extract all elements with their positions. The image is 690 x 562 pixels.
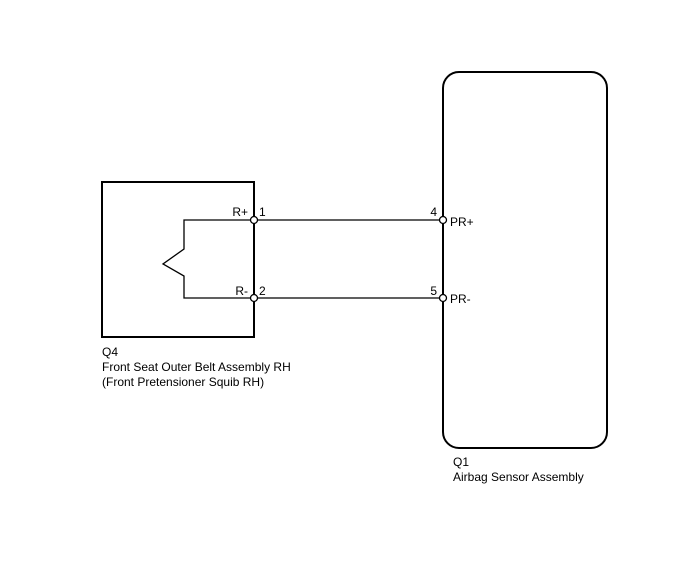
q4-pin-2-terminal bbox=[249, 293, 259, 303]
q4-code-label: Q4 bbox=[102, 345, 118, 359]
q4-pin-2-signal-label: R- bbox=[235, 284, 248, 298]
q1-pin-5-number-label: 5 bbox=[430, 284, 437, 298]
q1-pin-5-signal-label: PR- bbox=[450, 292, 471, 306]
q4-pin-2-number-label: 2 bbox=[259, 284, 266, 298]
squib-element-icon bbox=[161, 219, 254, 299]
q1-code-label: Q1 bbox=[453, 455, 469, 469]
q1-pin-4-terminal bbox=[438, 215, 448, 225]
q4-pin-1-signal-label: R+ bbox=[232, 205, 248, 219]
q4-name-label: Front Seat Outer Belt Assembly RH bbox=[102, 360, 291, 374]
q4-component-box bbox=[101, 181, 255, 338]
q1-pin-4-signal-label: PR+ bbox=[450, 215, 474, 229]
q1-pin-5-terminal bbox=[438, 293, 448, 303]
q1-component-box bbox=[442, 71, 608, 449]
q1-name-label: Airbag Sensor Assembly bbox=[453, 470, 584, 484]
q4-pin-1-number-label: 1 bbox=[259, 205, 266, 219]
q1-pin-4-number-label: 4 bbox=[430, 205, 437, 219]
q4-pin-1-terminal bbox=[249, 215, 259, 225]
q4-subname-label: (Front Pretensioner Squib RH) bbox=[102, 375, 264, 389]
